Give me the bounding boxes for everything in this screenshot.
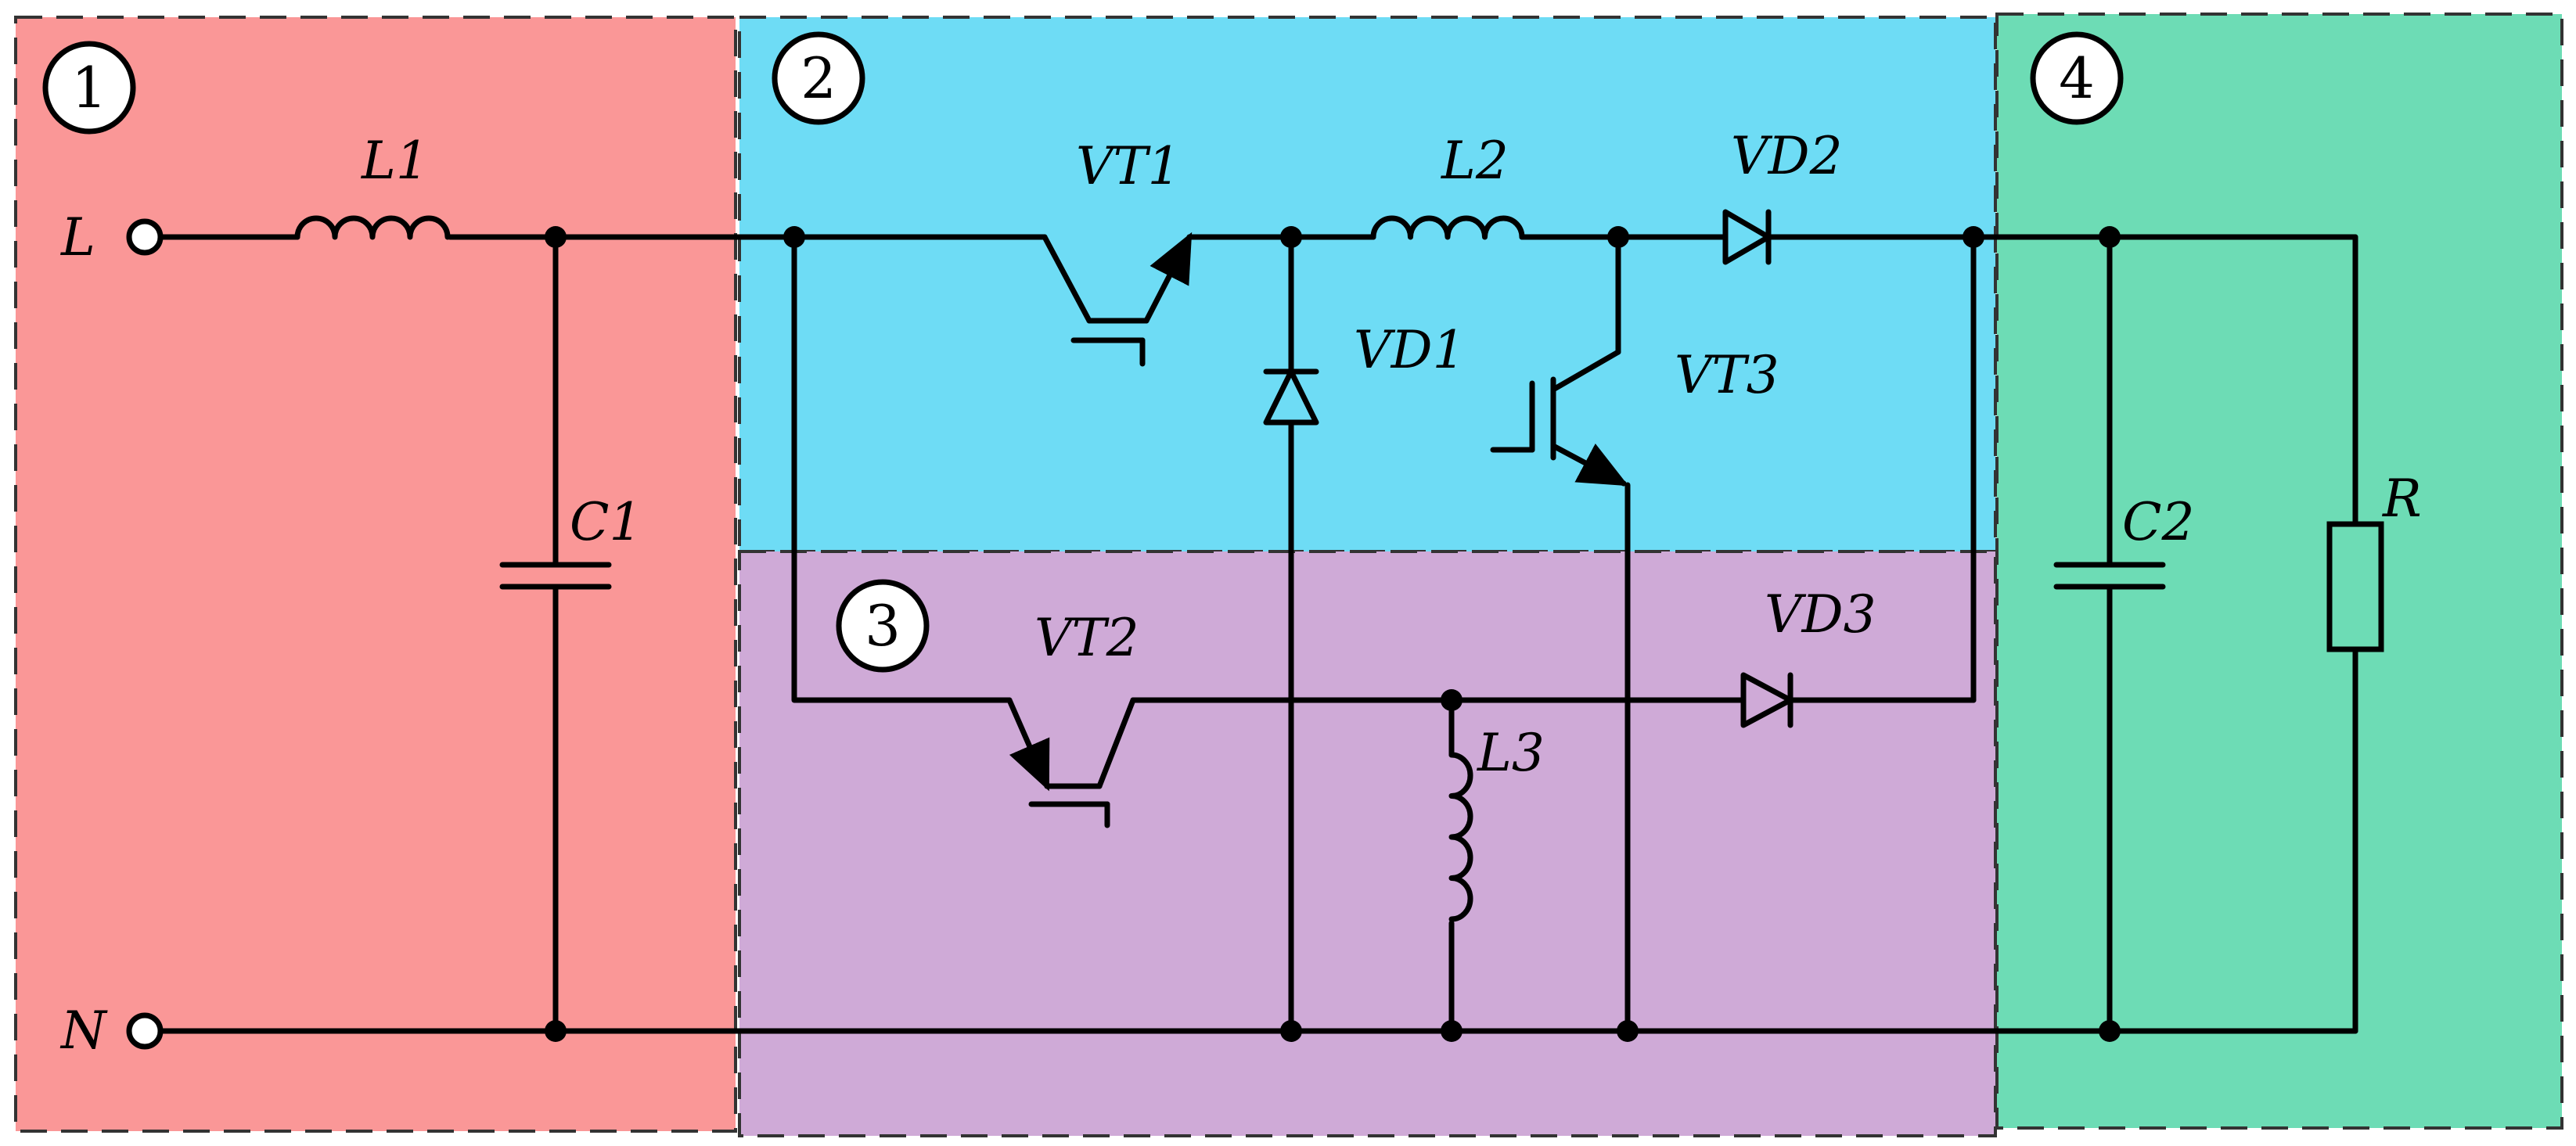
diode-vd1 bbox=[1263, 368, 1319, 426]
region-4-badge: 4 bbox=[2030, 31, 2124, 125]
svg-text:2: 2 bbox=[801, 45, 836, 111]
vt3-label: VT3 bbox=[1675, 345, 1779, 405]
diode-vd2 bbox=[1722, 209, 1772, 265]
resistor-r bbox=[2326, 521, 2384, 652]
svg-text:3: 3 bbox=[865, 593, 901, 659]
vd2-label: VD2 bbox=[1731, 126, 1843, 186]
l3-label: L3 bbox=[1477, 723, 1545, 783]
l2-label: L2 bbox=[1441, 131, 1509, 191]
wire-vt2-branch bbox=[791, 234, 1013, 703]
capacitor-c1 bbox=[499, 562, 612, 590]
inductor-l1 bbox=[294, 215, 451, 240]
r-label: R bbox=[2382, 469, 2422, 529]
region-3-boost-stage bbox=[738, 550, 1997, 1137]
region-2-buck-stage bbox=[738, 16, 1997, 553]
transistor-vt3 bbox=[1490, 349, 1629, 487]
region-1-input-filter bbox=[14, 16, 737, 1133]
terminal-n bbox=[126, 1012, 164, 1050]
region-4-output-filter bbox=[1995, 13, 2563, 1130]
diode-vd3 bbox=[1740, 672, 1793, 728]
inductor-l2 bbox=[1370, 215, 1525, 240]
c1-label: C1 bbox=[570, 492, 642, 552]
region-2-badge: 2 bbox=[772, 31, 865, 125]
transistor-vt1 bbox=[1042, 232, 1193, 367]
terminal-l-label: L bbox=[60, 207, 95, 268]
terminal-n-label: N bbox=[59, 1001, 108, 1061]
transistor-vt2 bbox=[1006, 697, 1136, 828]
region-1-badge: 1 bbox=[42, 41, 136, 135]
inductor-l3 bbox=[1448, 752, 1473, 922]
wire-vt3 bbox=[1615, 234, 1631, 1034]
c2-label: C2 bbox=[2122, 492, 2195, 552]
vt1-label: VT1 bbox=[1076, 136, 1181, 196]
svg-text:4: 4 bbox=[2059, 45, 2095, 111]
svg-text:1: 1 bbox=[71, 55, 107, 120]
terminal-l bbox=[126, 218, 164, 256]
vt2-label: VT2 bbox=[1034, 608, 1139, 668]
vd1-label: VD1 bbox=[1354, 320, 1466, 380]
vd3-label: VD3 bbox=[1765, 584, 1876, 645]
junction-dots bbox=[545, 226, 2121, 1042]
capacitor-c2 bbox=[2053, 562, 2166, 590]
region-3-badge: 3 bbox=[836, 579, 930, 673]
l1-label: L1 bbox=[361, 131, 429, 191]
